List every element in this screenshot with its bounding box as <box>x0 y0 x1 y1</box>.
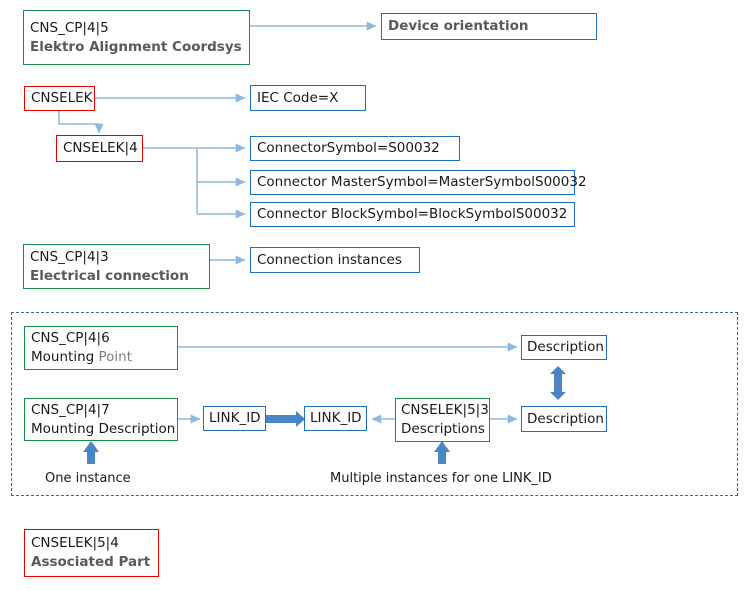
node-label: Mounting Description <box>31 420 176 437</box>
node-label: IEC Code=X <box>257 89 339 106</box>
node-label: Description <box>527 339 604 356</box>
node-label: Connection instances <box>257 251 402 268</box>
node-code: CNSELEK|5|4 <box>31 535 119 552</box>
node-label: Mounting Point <box>31 349 133 365</box>
node-code: CNS_CP|4|3 <box>30 248 109 265</box>
node-label: ConnectorSymbol=S00032 <box>257 140 440 157</box>
node-label: Connector MasterSymbol=MasterSymbolS0003… <box>257 174 587 191</box>
node-cnselek-5-3[interactable]: CNSELEK|5|3 Descriptions <box>395 398 490 442</box>
node-label: Description <box>527 410 604 427</box>
caption-multiple-instances: Multiple instances for one LINK_ID <box>330 471 552 486</box>
node-cnselek[interactable]: CNSELEK <box>24 86 95 111</box>
node-label: LINK_ID <box>209 410 261 427</box>
node-connector-symbol[interactable]: ConnectorSymbol=S00032 <box>250 136 460 161</box>
node-connector-block-symbol[interactable]: Connector BlockSymbol=BlockSymbolS00032 <box>250 202 575 227</box>
node-cns-cp-4-7[interactable]: CNS_CP|4|7 Mounting Description <box>24 398 178 441</box>
node-label: Descriptions <box>401 421 485 437</box>
mounting-group-region <box>11 312 738 496</box>
node-code: CNSELEK <box>31 90 93 107</box>
node-code: CNSELEK|4 <box>63 140 138 157</box>
node-cnselek-4[interactable]: CNSELEK|4 <box>56 135 143 162</box>
node-iec-code[interactable]: IEC Code=X <box>250 85 366 111</box>
arrow-cnselek-to-cnselek4 <box>58 110 104 134</box>
node-device-orientation[interactable]: Device orientation <box>381 13 597 40</box>
node-label: Associated Part <box>31 554 151 570</box>
node-cnselek-5-4[interactable]: CNSELEK|5|4 Associated Part <box>24 529 159 577</box>
node-link-id-left[interactable]: LINK_ID <box>203 406 266 431</box>
node-label: Device orientation <box>388 18 529 35</box>
node-code: CNS_CP|4|7 <box>31 401 110 418</box>
node-connector-master-symbol[interactable]: Connector MasterSymbol=MasterSymbolS0003… <box>250 170 587 195</box>
node-cns-cp-4-5[interactable]: CNS_CP|4|5 Elektro Alignment Coordsys <box>23 10 250 65</box>
caption-one-instance: One instance <box>45 471 131 486</box>
node-code: CNS_CP|4|6 <box>31 330 110 347</box>
node-label: Electrical connection <box>30 267 189 284</box>
node-connection-instances[interactable]: Connection instances <box>250 247 420 273</box>
node-label: Elektro Alignment Coordsys <box>30 38 242 55</box>
node-cns-cp-4-3[interactable]: CNS_CP|4|3 Electrical connection <box>23 244 210 289</box>
node-label: Connector BlockSymbol=BlockSymbolS00032 <box>257 206 568 223</box>
node-label: LINK_ID <box>310 410 362 427</box>
node-cns-cp-4-6[interactable]: CNS_CP|4|6 Mounting Point <box>24 326 178 370</box>
node-description-top[interactable]: Description <box>521 335 607 360</box>
node-link-id-right[interactable]: LINK_ID <box>304 406 367 431</box>
node-code: CNS_CP|4|5 <box>30 19 109 36</box>
node-code: CNSELEK|5|3 <box>401 402 489 419</box>
node-description-bottom[interactable]: Description <box>521 406 607 432</box>
